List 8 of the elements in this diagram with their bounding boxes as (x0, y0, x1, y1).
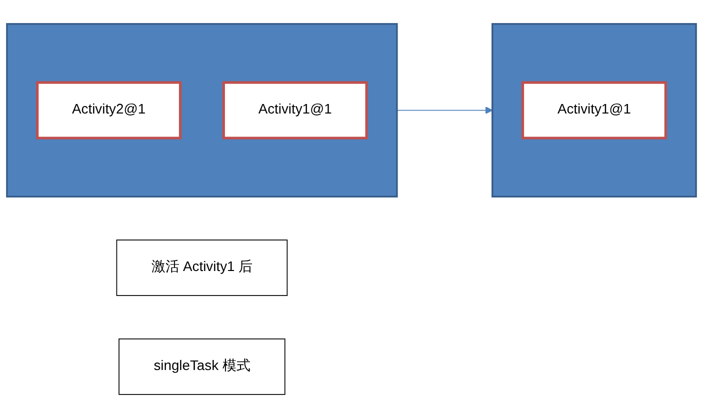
node-box: Activity1@1 (521, 81, 667, 140)
node-box: Activity2@1 (36, 81, 182, 140)
cluster (6, 22, 398, 198)
node-box: 激活 Activity1 后 (116, 239, 288, 296)
arrow (396, 106, 493, 114)
cluster (492, 22, 697, 198)
node-box: Activity1@1 (222, 81, 368, 140)
node-box: singleTask 模式 (118, 338, 286, 395)
